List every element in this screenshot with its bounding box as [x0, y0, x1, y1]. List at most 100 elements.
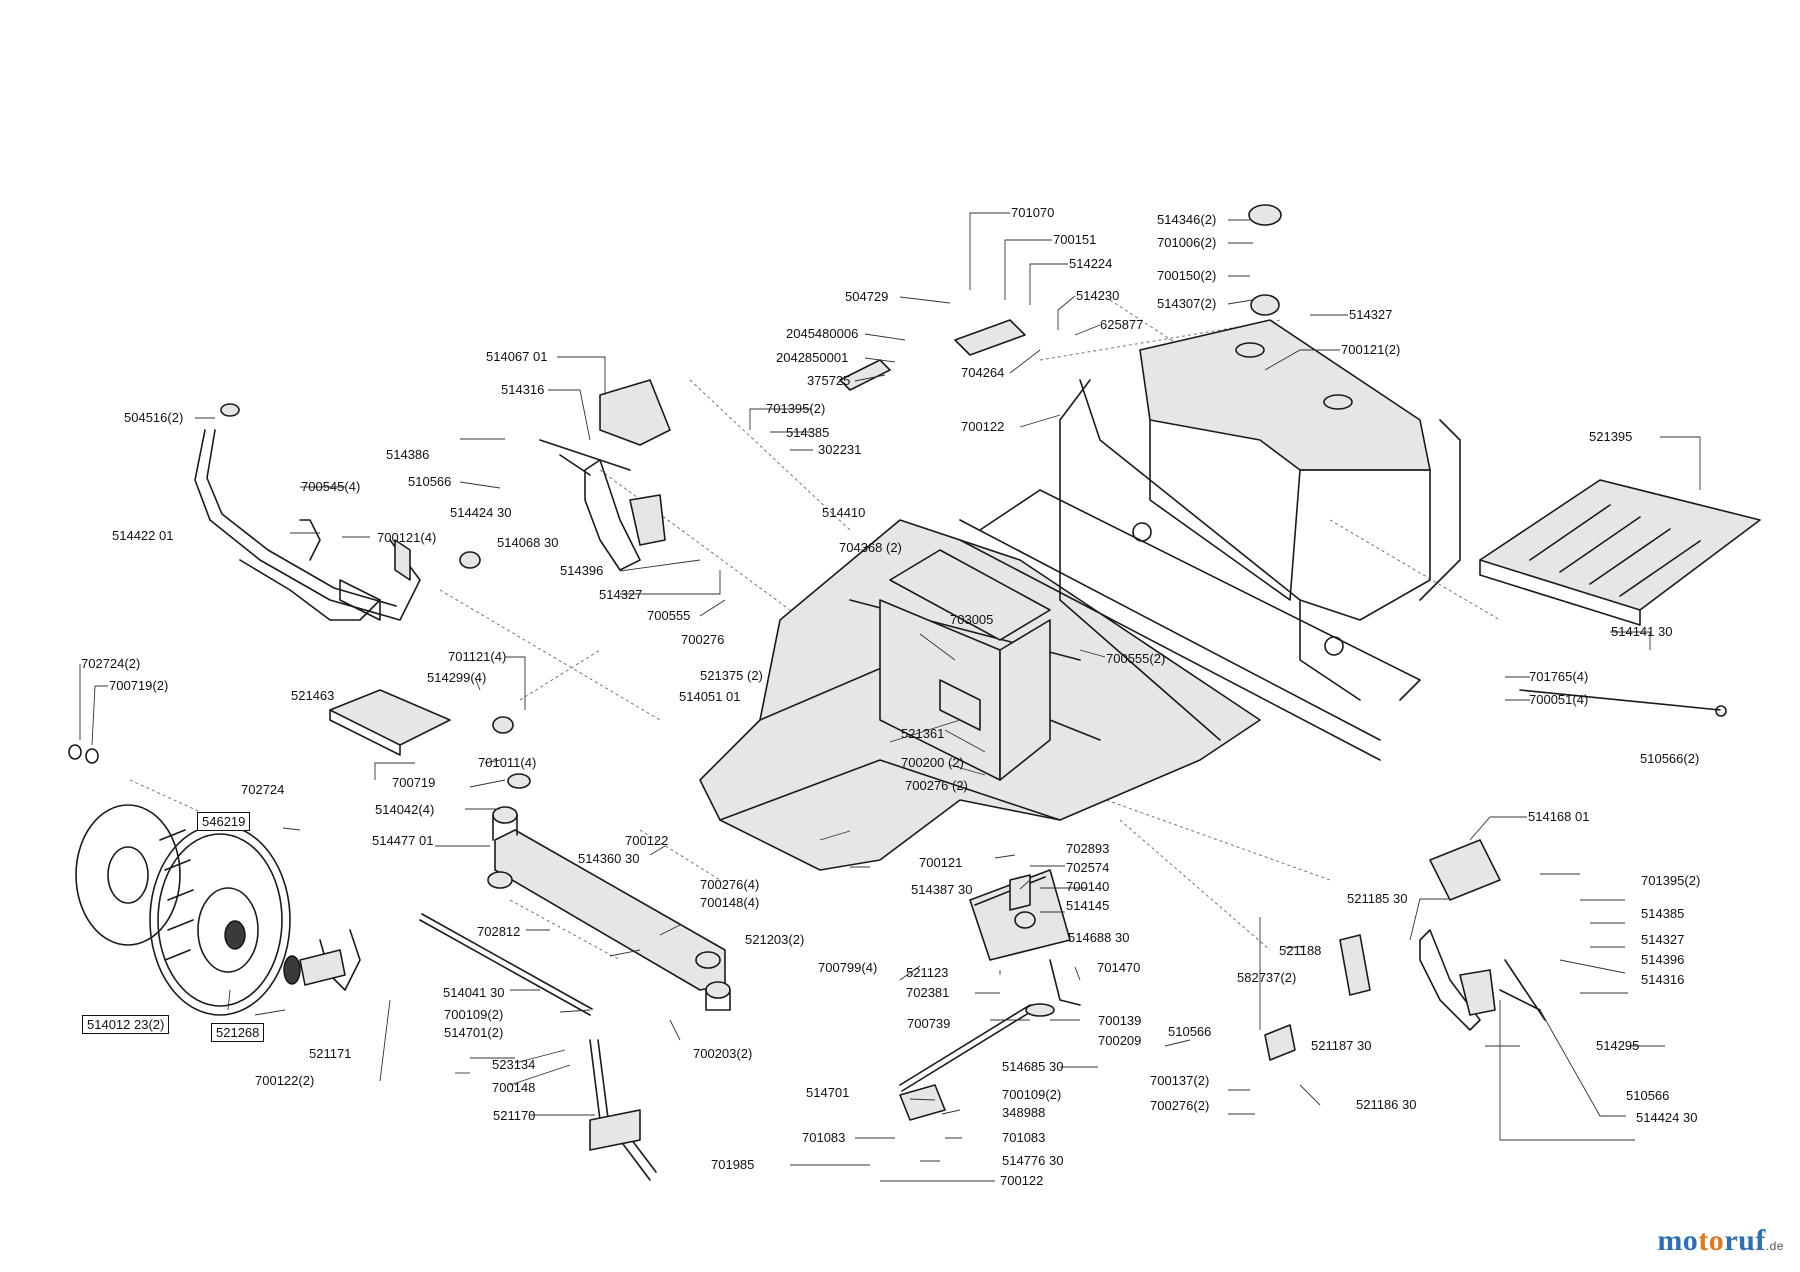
label-514042-4: 514042(4) — [375, 802, 435, 817]
label-701006-2: 701006(2) — [1157, 235, 1217, 250]
label-514041-30: 514041 30 — [443, 985, 505, 1000]
label-582737-2: 582737(2) — [1237, 970, 1297, 985]
label-514327-right: 514327 — [1641, 932, 1685, 947]
label-702724-2: 702724(2) — [81, 656, 141, 671]
label-514327-left: 514327 — [599, 587, 643, 602]
label-700276: 700276 — [681, 632, 725, 647]
label-700555: 700555 — [647, 608, 691, 623]
steering-console — [879, 549, 1051, 781]
label-514386: 514386 — [386, 447, 430, 462]
label-514685-30: 514685 30 — [1002, 1059, 1064, 1074]
small-parts — [68, 204, 1727, 1121]
label-700137-2: 700137(2) — [1150, 1073, 1210, 1088]
label-700121: 700121 — [919, 855, 963, 870]
label-514688-30: 514688 30 — [1068, 930, 1130, 945]
label-514067-01: 514067 01 — [486, 349, 548, 364]
label-514307-2: 514307(2) — [1157, 296, 1217, 311]
label-701985: 701985 — [711, 1157, 755, 1172]
label-701765-4: 701765(4) — [1529, 669, 1589, 684]
label-700739: 700739 — [907, 1016, 951, 1031]
label-700200-2: 700200 (2) — [901, 755, 964, 770]
watermark-part3: ruf — [1724, 1224, 1766, 1257]
tie-rods — [419, 913, 1033, 1092]
label-700276-2: 700276 (2) — [905, 778, 968, 793]
label-700109-2-right: 700109(2) — [1002, 1087, 1062, 1102]
label-514051-01: 514051 01 — [679, 689, 741, 704]
label-701011-4: 701011(4) — [478, 755, 537, 770]
label-514701: 514701 — [806, 1085, 850, 1100]
label-625877: 625877 — [1100, 317, 1144, 332]
right-spindle — [589, 1039, 657, 1181]
label-2042850001: 2042850001 — [776, 350, 849, 365]
label-521186-30: 521186 30 — [1356, 1097, 1417, 1112]
label-514068-30: 514068 30 — [497, 535, 559, 550]
front-axle — [487, 806, 731, 1011]
label-514387-30: 514387 30 — [911, 882, 973, 897]
label-700139: 700139 — [1098, 1013, 1142, 1028]
front-wheel — [75, 804, 291, 1016]
label-700122-top: 700122 — [961, 419, 1005, 434]
label-700209: 700209 — [1098, 1033, 1142, 1048]
leader-lines — [79, 212, 1701, 1182]
watermark-part1: mo — [1657, 1224, 1699, 1257]
left-spindle — [283, 929, 361, 991]
label-514701-2: 514701(2) — [444, 1025, 504, 1040]
label-514385-left: 514385 — [786, 425, 830, 440]
front-bumper — [194, 429, 421, 621]
label-514230: 514230 — [1076, 288, 1120, 303]
label-700545-4: 700545(4) — [301, 479, 361, 494]
label-523134: 523134 — [492, 1057, 536, 1072]
label-702812: 702812 — [477, 924, 521, 939]
label-701070: 701070 — [1011, 205, 1055, 220]
label-514410: 514410 — [822, 505, 866, 520]
label-701395-2-left: 701395(2) — [766, 401, 826, 416]
label-521463: 521463 — [291, 688, 335, 703]
label-510566-mid: 510566 — [1168, 1024, 1212, 1039]
label-700122-2: 700122(2) — [255, 1073, 315, 1088]
right-pedal-assembly — [1419, 839, 1541, 1031]
label-302231: 302231 — [818, 442, 862, 457]
watermark-part2: to — [1698, 1224, 1725, 1257]
label-514360-30: 514360 30 — [578, 851, 640, 866]
label-521203-2: 521203(2) — [745, 932, 805, 947]
label-703005: 703005 — [950, 612, 994, 627]
label-700799-4: 700799(4) — [818, 960, 878, 975]
label-700140: 700140 — [1066, 879, 1110, 894]
label-700051-4: 700051(4) — [1529, 692, 1589, 707]
label-700148: 700148 — [492, 1080, 536, 1095]
rear-fender — [1059, 319, 1461, 741]
label-514424-30-left: 514424 30 — [450, 505, 512, 520]
left-pedal-assembly — [539, 379, 671, 571]
label-375725: 375725 — [807, 373, 851, 388]
label-521361: 521361 — [901, 726, 945, 741]
label-514224: 514224 — [1069, 256, 1113, 271]
label-700121-4: 700121(4) — [377, 530, 437, 545]
label-521188: 521188 — [1279, 943, 1322, 958]
label-702893: 702893 — [1066, 841, 1110, 856]
label-2045480006: 2045480006 — [786, 326, 859, 341]
label-348988: 348988 — [1002, 1105, 1046, 1120]
label-514396-right: 514396 — [1641, 952, 1685, 967]
label-700276-4: 700276(4) — [700, 877, 760, 892]
label-700555-2: 700555(2) — [1106, 651, 1166, 666]
label-514141-30: 514141 30 — [1611, 624, 1673, 639]
label-701395-2-right: 701395(2) — [1641, 873, 1701, 888]
label-700122-mid: 700122 — [625, 833, 669, 848]
label-510566-left: 510566 — [408, 474, 452, 489]
seat-plate — [1479, 479, 1761, 626]
label-514012-23-2: 514012 23(2) — [82, 1015, 170, 1034]
label-521187-30: 521187 30 — [1311, 1038, 1372, 1053]
label-546219: 546219 — [197, 812, 251, 831]
label-700151: 700151 — [1053, 232, 1097, 247]
label-514385-right: 514385 — [1641, 906, 1685, 921]
label-700122-bottom: 700122 — [1000, 1173, 1044, 1188]
watermark-tld: .de — [1765, 1239, 1784, 1253]
label-514776-30: 514776 30 — [1002, 1153, 1064, 1168]
label-514327-top: 514327 — [1349, 307, 1393, 322]
label-700719-2: 700719(2) — [109, 678, 169, 693]
label-702724: 702724 — [241, 782, 285, 797]
label-701083-left: 701083 — [802, 1130, 846, 1145]
label-504729: 504729 — [845, 289, 889, 304]
label-700719: 700719 — [392, 775, 436, 790]
label-702574: 702574 — [1066, 860, 1110, 875]
